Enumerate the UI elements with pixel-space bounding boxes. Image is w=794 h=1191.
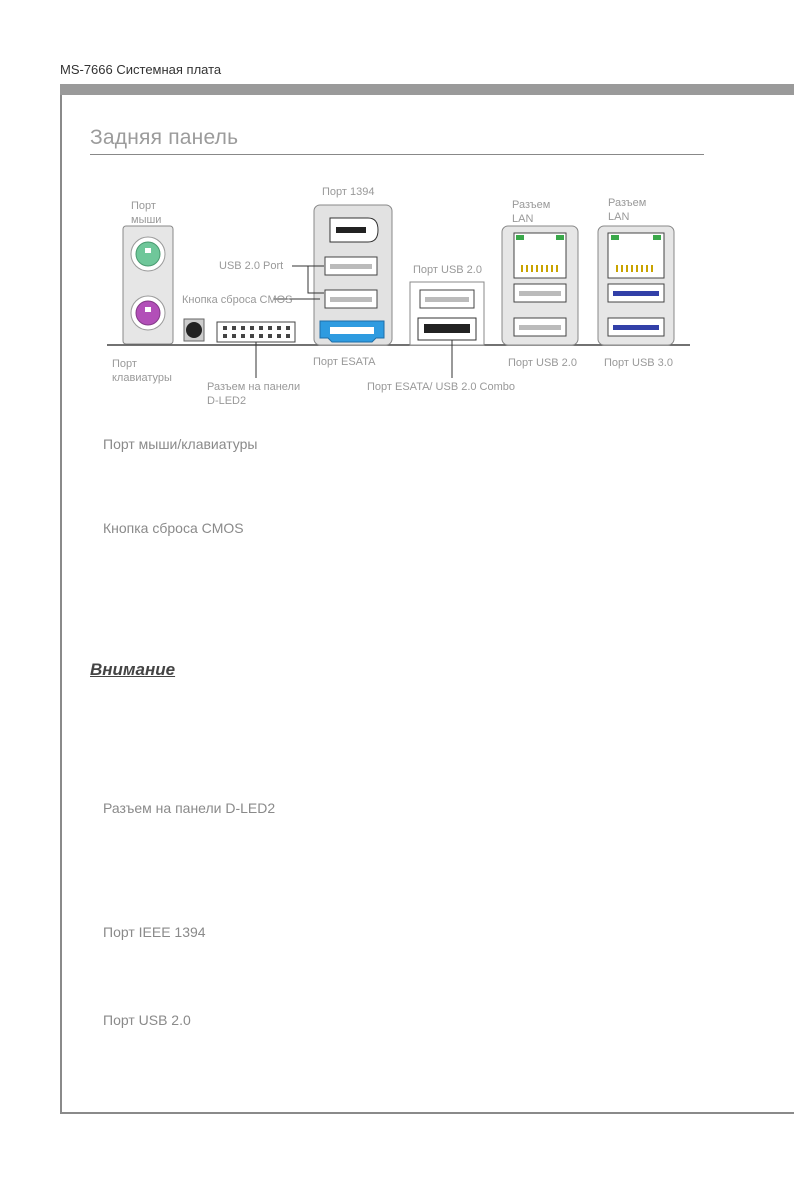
label-lan-2: Разъем LAN bbox=[608, 197, 647, 223]
lan2-led-left bbox=[611, 235, 619, 240]
ps2-keyboard-port bbox=[135, 300, 161, 326]
label-lan-1: Разъем LAN bbox=[512, 199, 551, 225]
label-port-1394: Порт 1394 bbox=[322, 186, 375, 198]
lan2-led-right bbox=[653, 235, 661, 240]
label-dled2: Разъем на панели D-LED2 bbox=[207, 381, 301, 407]
label-mouse-port: Порт мыши bbox=[131, 200, 162, 226]
ps2-mouse-port bbox=[135, 241, 161, 267]
lan2-pins bbox=[616, 265, 653, 272]
label-esata: Порт ESATA bbox=[313, 356, 376, 368]
dled2-pins bbox=[223, 326, 290, 338]
heading-warning: Внимание bbox=[90, 660, 176, 679]
ps2-keyboard-key bbox=[145, 307, 151, 312]
usb3-upper-tongue bbox=[613, 291, 659, 296]
ps2-mouse-key bbox=[145, 248, 151, 253]
lan1-led-left bbox=[516, 235, 524, 240]
label-keyboard-port: Порт клавиатуры bbox=[112, 358, 172, 384]
section-title: Задняя панель bbox=[90, 126, 239, 149]
lan1-pins bbox=[521, 265, 558, 272]
heading-dled2: Разъем на панели D-LED2 bbox=[103, 800, 276, 816]
label-usb30: Порт USB 3.0 bbox=[604, 357, 673, 369]
rear-panel-diagram bbox=[107, 204, 690, 378]
heading-mouse-keyboard: Порт мыши/клавиатуры bbox=[103, 436, 258, 452]
left-border bbox=[60, 95, 62, 1113]
bottom-border bbox=[60, 1112, 794, 1114]
lan1-led-right bbox=[556, 235, 564, 240]
label-esata-combo: Порт ESATA/ USB 2.0 Combo bbox=[367, 381, 516, 393]
section-rule bbox=[90, 154, 704, 155]
label-cmos-button: Кнопка сброса CMOS bbox=[182, 294, 293, 306]
dled2-header bbox=[216, 321, 296, 343]
heading-usb20: Порт USB 2.0 bbox=[103, 1012, 191, 1028]
header-title: MS-7666 Системная плата bbox=[60, 62, 222, 77]
label-usb20-mid: Порт USB 2.0 bbox=[413, 264, 482, 276]
cmos-button bbox=[186, 322, 202, 338]
usb3-lower-tongue bbox=[613, 325, 659, 330]
header-bar bbox=[60, 84, 794, 95]
label-usb20-port: USB 2.0 Port bbox=[219, 260, 284, 272]
label-usb20-right: Порт USB 2.0 bbox=[508, 357, 577, 369]
heading-cmos: Кнопка сброса CMOS bbox=[103, 520, 244, 536]
heading-ieee1394: Порт IEEE 1394 bbox=[103, 924, 206, 940]
leader-lines bbox=[255, 265, 453, 378]
